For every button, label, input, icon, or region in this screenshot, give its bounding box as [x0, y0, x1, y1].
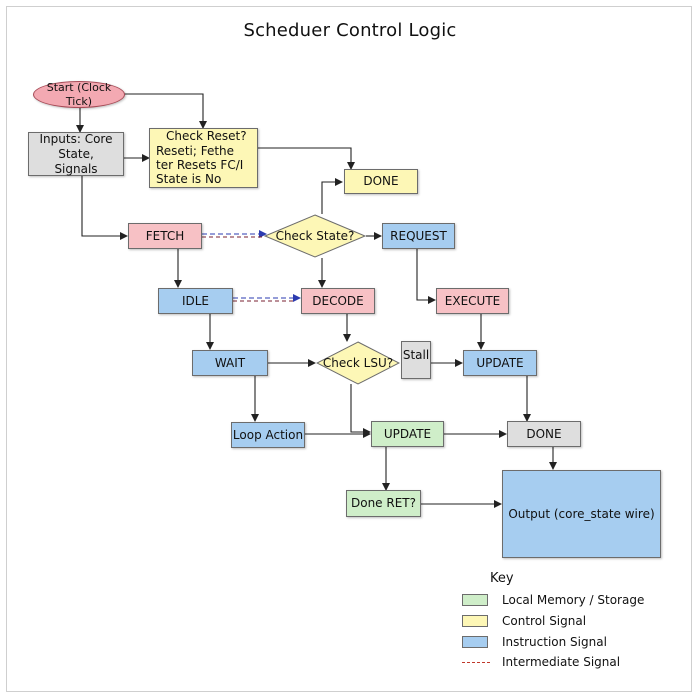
done-top-node: DONE: [344, 169, 418, 194]
key-item-control-signal: Control Signal: [462, 613, 586, 629]
wait-node: WAIT: [192, 350, 268, 376]
check-reset-body: Reseti; Fethe ter Resets FC/I State is N…: [156, 143, 244, 187]
key-dashed-line: [462, 661, 490, 663]
update-mid-node: UPDATE: [371, 421, 444, 447]
check-lsu-label: Check LSU?: [322, 356, 394, 370]
request-node: REQUEST: [382, 223, 455, 249]
edge-start-checkreset: [122, 93, 207, 129]
edge-inputs-fetch: [81, 176, 128, 240]
loop-action-node: Loop Action: [231, 422, 305, 448]
key-label-local-memory: Local Memory / Storage: [502, 593, 645, 607]
decode-node: DECODE: [301, 288, 375, 314]
key-item-intermediate-signal: Intermediate Signal: [462, 654, 620, 670]
fetch-node: FETCH: [128, 223, 202, 249]
key-swatch-yellow: [462, 615, 488, 627]
check-state-decision: Check State?: [264, 214, 366, 258]
stall-label: Stall: [402, 348, 430, 362]
key-swatch-green: [462, 594, 488, 606]
key-label-instruction-signal: Instruction Signal: [502, 635, 607, 649]
done-ret-node: Done RET?: [346, 490, 421, 517]
diagram-title: Scheduer Control Logic: [243, 20, 457, 41]
done-bottom-node: DONE: [507, 421, 581, 447]
key-item-local-memory: Local Memory / Storage: [462, 592, 644, 608]
check-lsu-shape: [316, 341, 400, 385]
key-title: Key: [490, 571, 514, 586]
inputs-label: Inputs: Core State, Signals: [39, 131, 113, 176]
check-lsu-decision: Check LSU?: [316, 341, 400, 385]
check-reset-node: Check Reset? Reseti; Fethe ter Resets FC…: [149, 128, 258, 188]
key-label-intermediate-signal: Intermediate Signal: [502, 655, 621, 669]
key-swatch-blue: [462, 636, 488, 648]
edge-checkreset-done: [258, 147, 355, 170]
check-state-shape: [264, 214, 366, 258]
key-label-control-signal: Control Signal: [502, 614, 587, 628]
inputs-node: Inputs: Core State, Signals: [28, 132, 124, 176]
execute-node: EXECUTE: [436, 288, 509, 314]
update-right-node: UPDATE: [463, 350, 537, 376]
idle-node: IDLE: [158, 288, 233, 314]
edge-checklsu-updatemid: [350, 384, 371, 436]
edge-checkstate-done: [321, 178, 343, 214]
stall-node: Stall: [401, 341, 431, 379]
key-item-instruction-signal: Instruction Signal: [462, 634, 607, 650]
output-node: Output (core_state wire): [502, 470, 661, 558]
check-reset-title: Check Reset?: [166, 129, 247, 144]
start-node: Start (Clock Tick): [33, 81, 125, 108]
check-state-label: Check State?: [275, 229, 355, 243]
edge-request-execute: [416, 249, 436, 304]
